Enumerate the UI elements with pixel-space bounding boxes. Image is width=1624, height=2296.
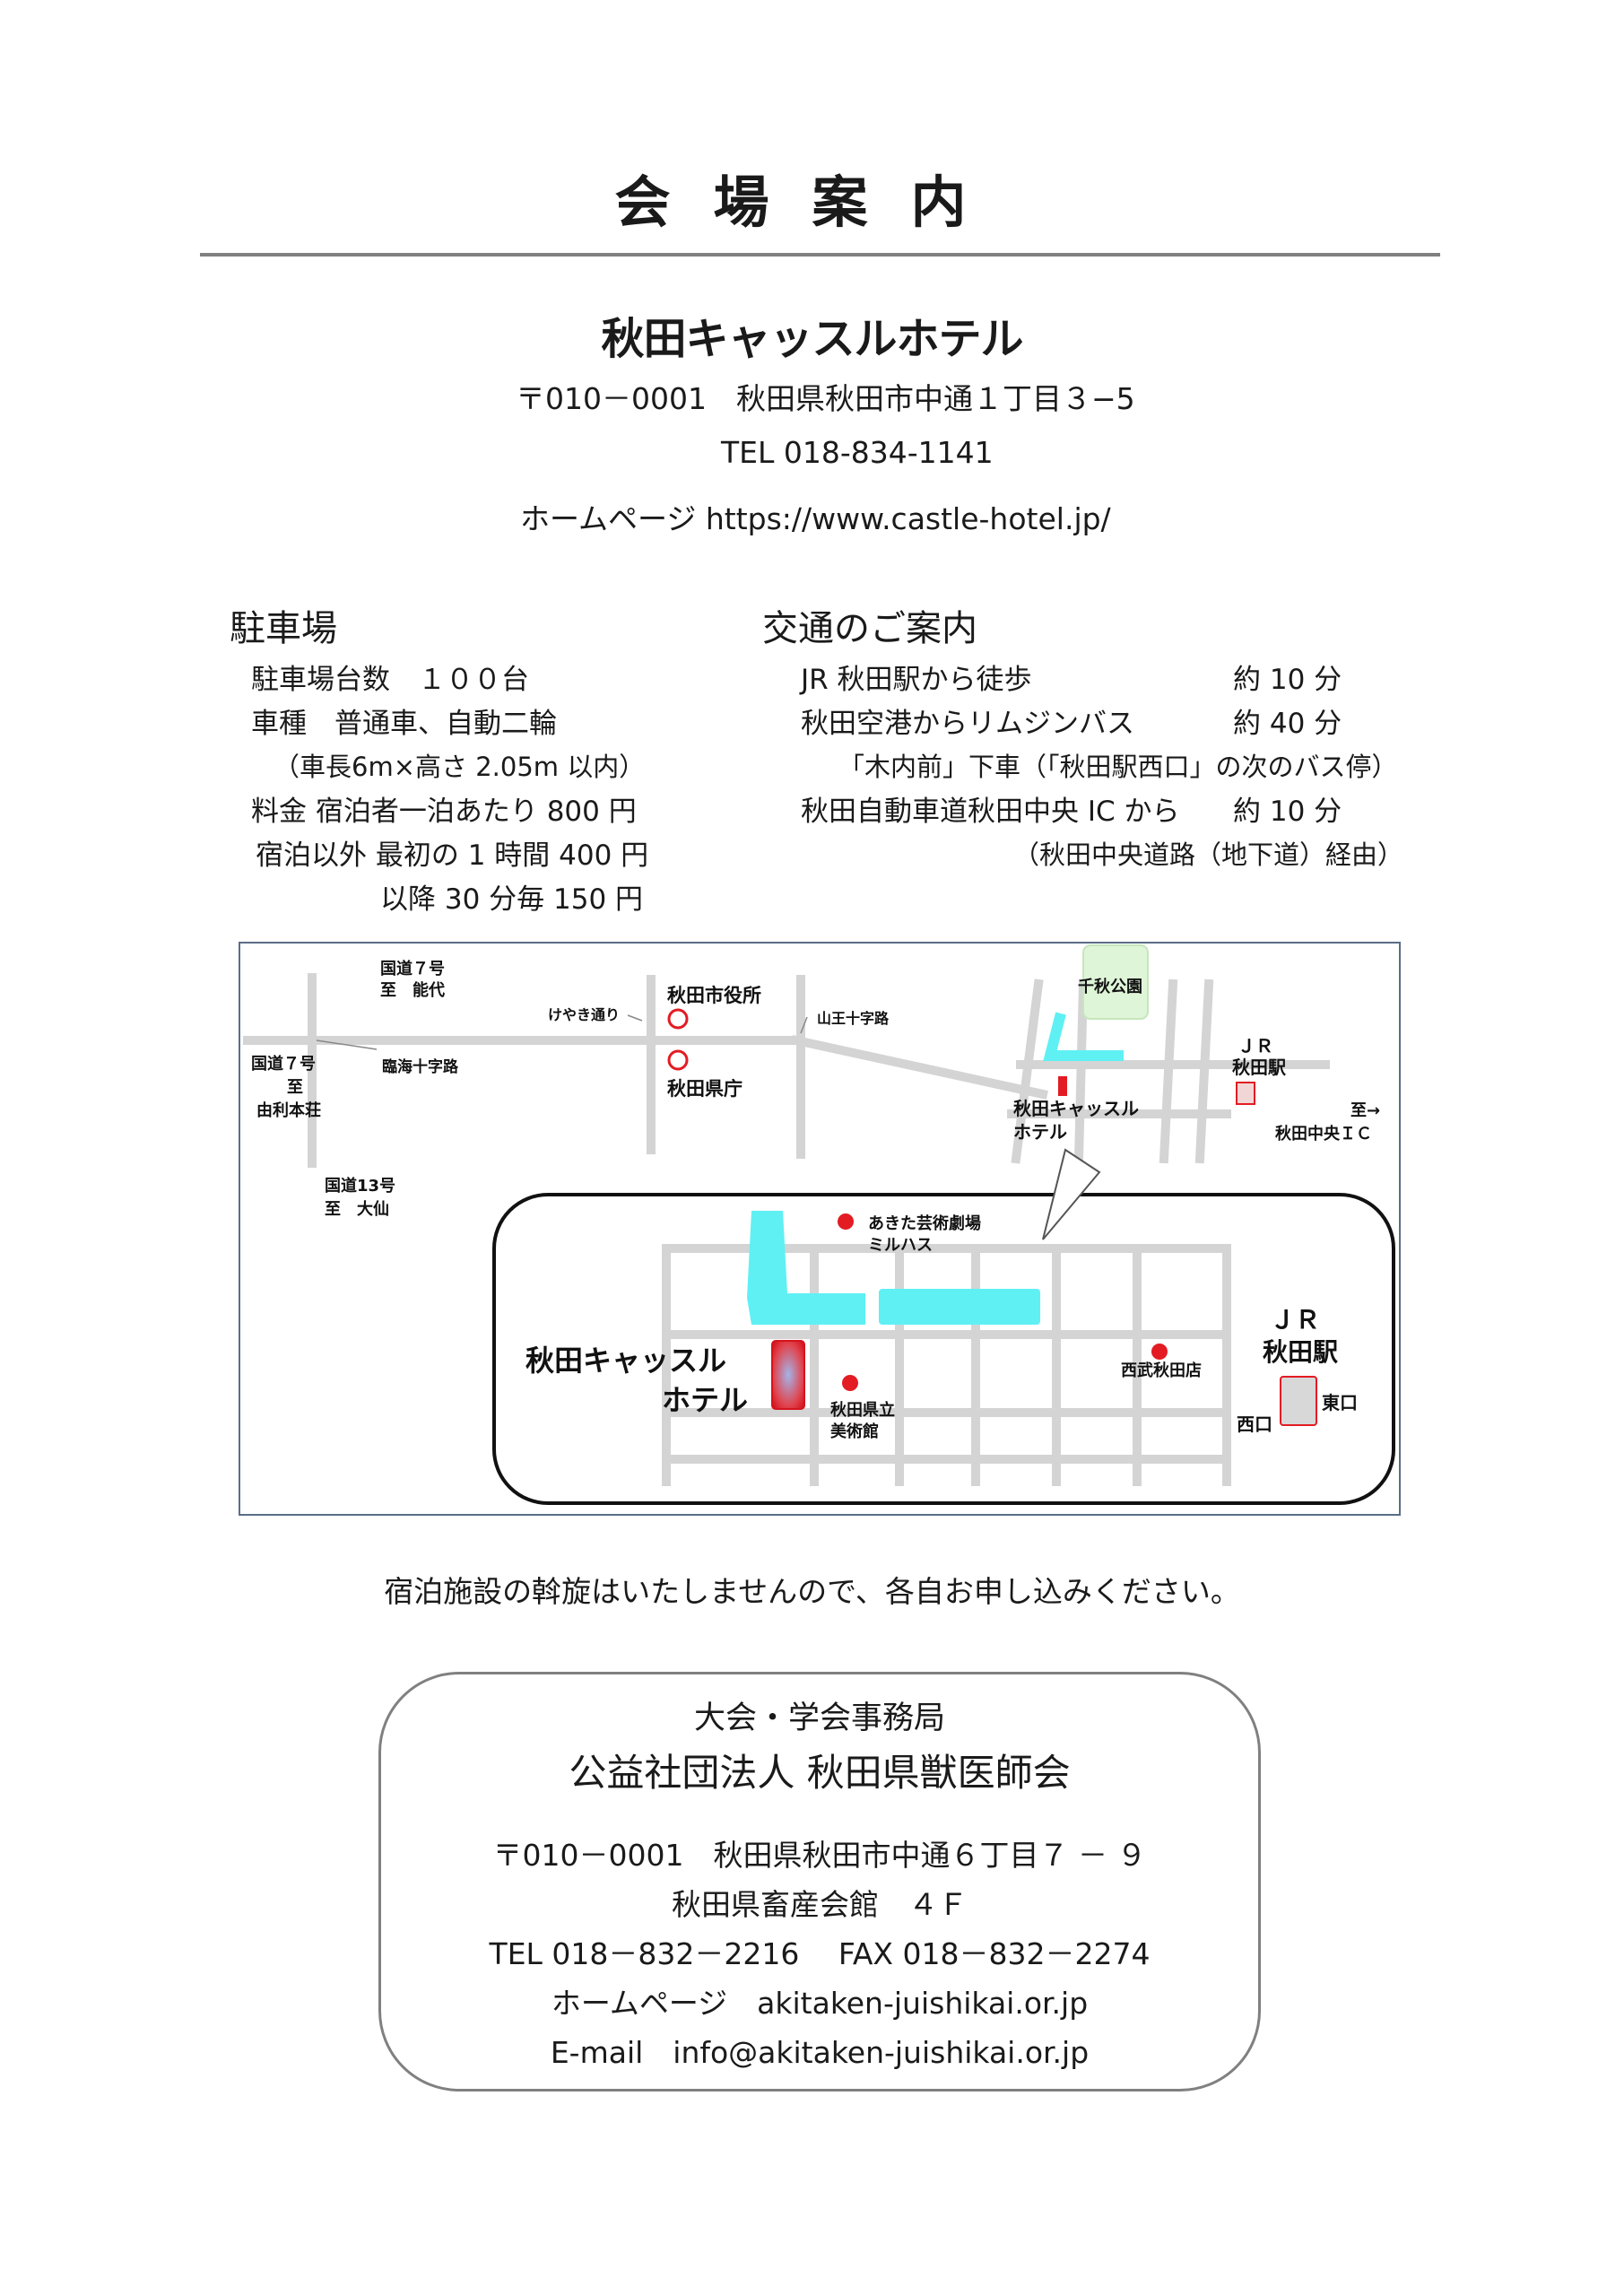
detail-frame [492,1193,1395,1505]
zoom-pointer [1042,1148,1101,1240]
access-route: 秋田自動車道秋田中央 IC から [801,796,1180,828]
hotel-name: 秋田キャッスルホテル [601,314,1023,364]
parking-line: 料金 宿泊者一泊あたり 800 円 [251,796,637,828]
access-time: 約 10 分 [1233,796,1342,828]
theater-label: ミルハス [868,1236,933,1255]
route7-north-label: 国道７号 [380,960,445,978]
seibu-marker [1151,1344,1168,1360]
park-area [1082,944,1149,1020]
parking-line: （車長6m×高さ 2.05m 以内） [274,752,646,782]
office-box: 大会・学会事務局 公益社団法人 秋田県獣医師会 〒010－0001 秋田県秋田市… [378,1672,1261,2092]
access-route: 秋田空港からリムジンバス [801,708,1134,740]
jr-small-label: ＪＲ [1238,1035,1273,1057]
office-email[interactable]: E-mail info@akitaken-juishikai.or.jp [550,2035,1090,2070]
theater-label: あきた芸術劇場 [868,1214,981,1233]
station-marker-big [1280,1376,1317,1426]
access-time: 約 10 分 [1233,664,1342,696]
city-hall-label: 秋田市役所 [667,985,761,1006]
map-markers [838,1213,1168,1391]
canal [879,1289,1040,1325]
office-homepage[interactable]: ホームページ akitaken-juishikai.or.jp [551,1986,1089,2021]
noshiro-label: 至 能代 [380,981,445,1000]
pref-office-marker [667,1049,689,1071]
seibu-label: 西武秋田店 [1121,1361,1202,1380]
access-route: JR 秋田駅から徒歩 [801,664,1032,696]
museum-label: 美術館 [830,1422,879,1441]
map-drawing [243,944,1395,1505]
akita-station-big-label: 秋田駅 [1263,1337,1339,1367]
parking-line: 以降 30 分毎 150 円 [380,883,644,916]
senshu-park-label: 千秋公園 [1078,978,1142,996]
rinkai-label: 臨海十字路 [382,1058,458,1076]
keyaki-label: けやき通り [548,1006,621,1023]
east-exit-label: 東口 [1322,1392,1358,1413]
office-address: 〒010－0001 秋田県秋田市中通６丁目７ － ９ [492,1838,1147,1873]
jr-big-label: ＪＲ [1270,1305,1321,1335]
pref-office-label: 秋田県庁 [667,1078,743,1100]
route13-label: 国道13号 [325,1177,396,1196]
to-label: 至 [287,1078,303,1097]
hotel-small-label: 秋田キャッスル [1013,1098,1139,1119]
parking-heading: 駐車場 [230,608,337,649]
hotel-homepage[interactable]: ホームページ https://www.castle-hotel.jp/ [520,501,1111,536]
theater-marker [838,1213,854,1230]
access-time: 約 40 分 [1233,708,1342,740]
office-title: 大会・学会事務局 [693,1700,945,1736]
access-map: 国道７号 至 能代 国道７号 至 由利本荘 臨海十字路 けやき通り 秋田市役所 … [239,942,1401,1516]
access-route: （秋田中央道路（地下道）経由） [1013,839,1404,870]
akita-station-small-label: 秋田駅 [1232,1057,1286,1078]
to-ic-label: 秋田中央ＩＣ [1275,1125,1372,1144]
museum-label: 秋田県立 [830,1401,895,1420]
hotel-big-label: 秋田キャッスル [525,1344,727,1378]
page-title: 会場案内 [614,170,1010,235]
parking-line: 宿泊以外 最初の 1 時間 400 円 [256,839,649,872]
hotel-marker-big [771,1340,805,1410]
sanno-label: 山王十字路 [817,1010,890,1027]
route7-west-label: 国道７号 [251,1055,316,1074]
hotel-marker-small [1058,1076,1067,1096]
museum-marker [842,1375,858,1391]
parking-line: 駐車場台数 １００台 [251,664,529,696]
canal [1043,1012,1124,1061]
access-route: 「木内前」下車（「秋田駅西口」の次のバス停） [838,752,1398,782]
hotel-address: 〒010－0001 秋田県秋田市中通１丁目３−5 [516,381,1135,416]
to-ic-label: 至→ [1350,1101,1381,1120]
hotel-tel: TEL 018-834-1141 [721,435,994,470]
hotel-small-label: ホテル [1013,1121,1067,1143]
parking-line: 車種 普通車、自動二輪 [251,708,557,740]
canal [747,1211,865,1325]
lodging-note: 宿泊施設の斡旋はいたしませんので、各自お申し込みください。 [384,1574,1240,1609]
hotel-big-label: ホテル [662,1383,749,1417]
city-hall-marker [667,1008,689,1030]
daisen-label: 至 大仙 [325,1200,389,1219]
office-telfax: TEL 018－832－2216 FAX 018－832－2274 [489,1936,1151,1971]
title-divider [200,253,1440,257]
office-address: 秋田県畜産会館 ４Ｆ [672,1887,968,1922]
yurihonjo-label: 由利本荘 [256,1101,321,1120]
west-exit-label: 西口 [1237,1413,1272,1435]
access-heading: 交通のご案内 [762,608,977,649]
office-org: 公益社団法人 秋田県獣医師会 [569,1751,1071,1795]
station-marker-small [1236,1082,1255,1105]
